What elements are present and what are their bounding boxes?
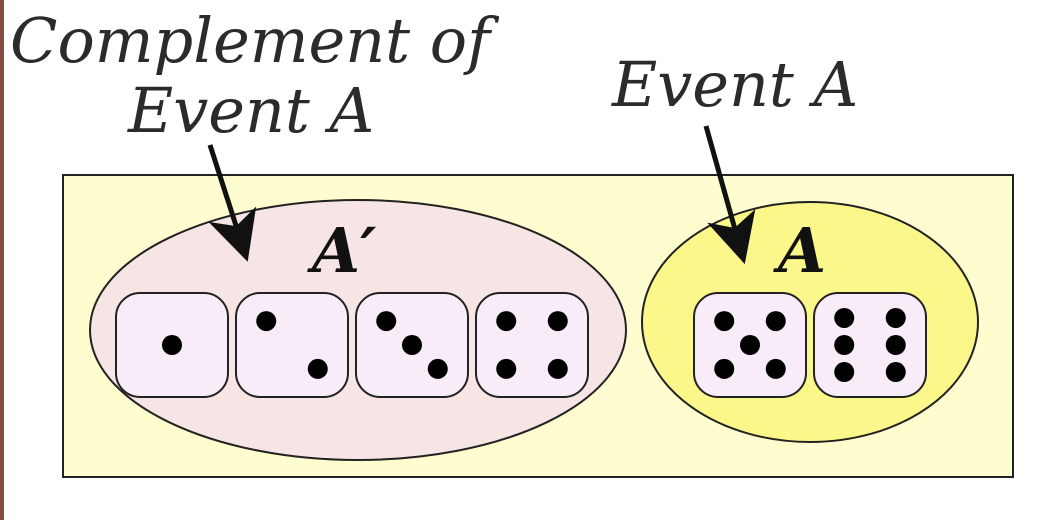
die-pip [834, 362, 855, 383]
die-6 [813, 292, 927, 398]
complement-set-label: A′ [307, 214, 376, 287]
die-pip [307, 358, 328, 379]
complement-callout-line2: Event A [127, 74, 374, 147]
die-2 [235, 292, 349, 398]
die-pip [834, 335, 855, 355]
die-face [813, 292, 927, 398]
die-pip [402, 335, 422, 355]
complement-callout-line1: Complement of [10, 4, 500, 77]
event-callout: Event A [611, 48, 858, 121]
complement-dice-group [115, 292, 589, 398]
die-pip [834, 307, 855, 328]
die-3 [355, 292, 469, 398]
event-dice-group [693, 292, 927, 398]
die-pip [427, 358, 448, 379]
die-face [235, 292, 349, 398]
event-set-label: A [773, 214, 826, 287]
die-pip [256, 311, 277, 332]
die-pip [496, 358, 517, 379]
complement-arrow [207, 144, 257, 262]
die-pip [740, 335, 760, 355]
die-pip [376, 311, 397, 332]
die-1 [115, 292, 229, 398]
die-pip [885, 335, 906, 355]
die-pip [496, 311, 517, 332]
die-pip [765, 311, 786, 332]
event-arrow [703, 125, 756, 265]
die-pip [547, 311, 568, 332]
die-pip [714, 358, 735, 379]
die-pip [885, 307, 906, 328]
die-5 [693, 292, 807, 398]
die-pip [885, 362, 906, 383]
die-pip [765, 358, 786, 379]
die-pip [162, 335, 182, 355]
die-pip [714, 311, 735, 332]
left-edge-border [0, 0, 4, 520]
die-4 [475, 292, 589, 398]
die-face [475, 292, 589, 398]
die-pip [547, 358, 568, 379]
